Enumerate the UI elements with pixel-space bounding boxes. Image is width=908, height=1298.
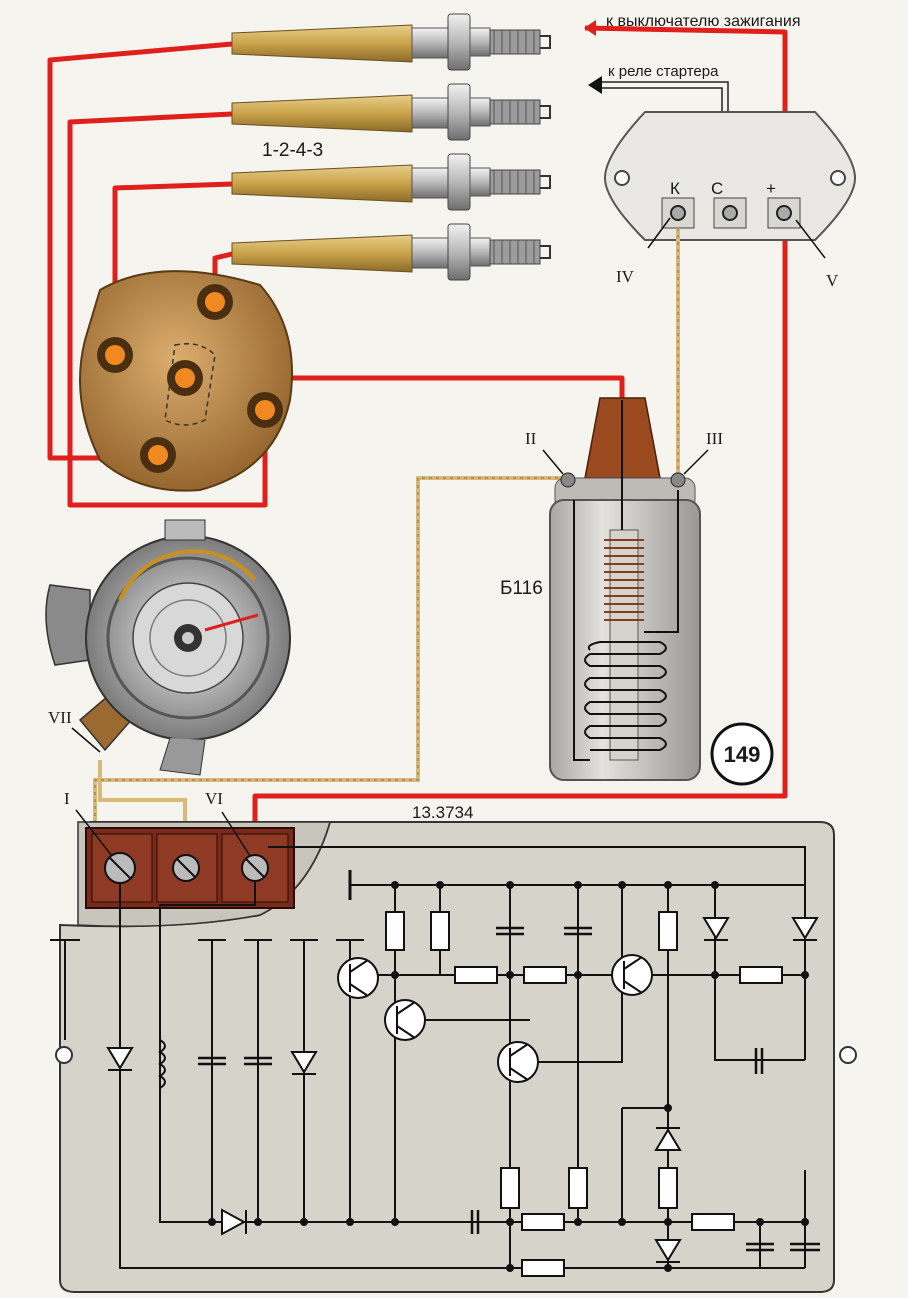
wire-ignition-switch xyxy=(252,25,788,860)
term-iii-label: III xyxy=(706,429,723,448)
arrow-ignition-switch-icon xyxy=(584,20,596,36)
resistor-icon xyxy=(568,1167,588,1209)
coil-model-label: Б116 xyxy=(500,578,543,599)
relay-icon xyxy=(603,111,857,241)
relay-terminal-s-label: С xyxy=(711,179,723,198)
firing-order-label: 1-2-4-3 xyxy=(262,140,323,161)
spark-plug-3 xyxy=(231,153,551,211)
diodes xyxy=(106,917,819,1263)
diode-icon xyxy=(702,917,730,940)
resistors xyxy=(385,911,783,1277)
schematic-ground-rail xyxy=(159,882,805,1223)
spark-plug-2 xyxy=(231,83,551,141)
spark-plug-1 xyxy=(231,13,551,71)
junctions xyxy=(208,881,809,1272)
diode-icon xyxy=(290,1051,318,1074)
resistor-icon xyxy=(739,966,783,984)
resistor-icon xyxy=(500,1167,520,1209)
diode-icon xyxy=(791,917,819,940)
hv-wire-coil-center xyxy=(185,375,625,400)
resistor-icon xyxy=(521,1213,565,1231)
capacitors xyxy=(198,926,820,1252)
schematic-rail-vi xyxy=(268,846,806,1060)
capacitor-icon xyxy=(790,1242,820,1252)
diode-icon xyxy=(106,1047,134,1070)
capacitor-icon xyxy=(564,926,592,936)
term-iv-label: IV xyxy=(616,267,635,286)
term-v-label: V xyxy=(826,271,839,290)
to-starter-relay-label: к реле стартера xyxy=(608,63,719,80)
resistor-icon xyxy=(521,1259,565,1277)
resistor-icon xyxy=(658,911,678,951)
term-vii-label: VII xyxy=(48,708,72,727)
capacitor-icon xyxy=(754,1048,764,1074)
term-vi-label: VI xyxy=(205,789,223,808)
distributor-cap-icon xyxy=(79,270,293,492)
transistor-icon xyxy=(384,999,426,1041)
capacitor-icon xyxy=(496,926,524,936)
resistor-icon xyxy=(523,966,567,984)
diode-icon xyxy=(221,1208,247,1236)
arrow-starter-relay-icon xyxy=(588,76,602,94)
leader-iv xyxy=(647,217,671,249)
ignition-distributor-icon xyxy=(45,519,291,776)
resistor-icon xyxy=(658,1167,678,1209)
diode-icon xyxy=(654,1128,682,1151)
capacitor-icon xyxy=(470,1210,480,1234)
capacitor-icon xyxy=(198,1056,226,1066)
leader-v xyxy=(795,219,826,259)
to-ignition-switch-label: к выключателю зажигания xyxy=(606,13,800,30)
figure-number-badge xyxy=(710,722,774,786)
diode-icon xyxy=(654,1239,682,1262)
transistor-icon xyxy=(337,957,379,999)
resistor-icon xyxy=(430,911,450,951)
switch-model-label: 13.3734 xyxy=(412,803,473,822)
spark-plug-4 xyxy=(231,223,551,281)
capacitor-icon xyxy=(746,1242,774,1252)
ignition-coil-icon xyxy=(549,397,701,781)
term-ii-label: II xyxy=(525,429,537,448)
inductor-icon xyxy=(158,1039,166,1089)
resistor-icon xyxy=(691,1213,735,1231)
capacitor-icon xyxy=(244,1056,272,1066)
relay-terminal-plus-label: + xyxy=(766,179,776,198)
transistor-icon xyxy=(611,954,653,996)
resistor-icon xyxy=(385,911,405,951)
figure-number: 149 xyxy=(724,742,761,767)
transistor-icon xyxy=(497,1041,539,1083)
hv-wire-plug-2 xyxy=(67,111,268,508)
term-i-label: I xyxy=(64,789,70,808)
transistors xyxy=(337,954,653,1083)
schematic-rail-i xyxy=(119,882,805,1269)
resistor-icon xyxy=(454,966,498,984)
relay-terminal-k-label: К xyxy=(670,179,680,198)
